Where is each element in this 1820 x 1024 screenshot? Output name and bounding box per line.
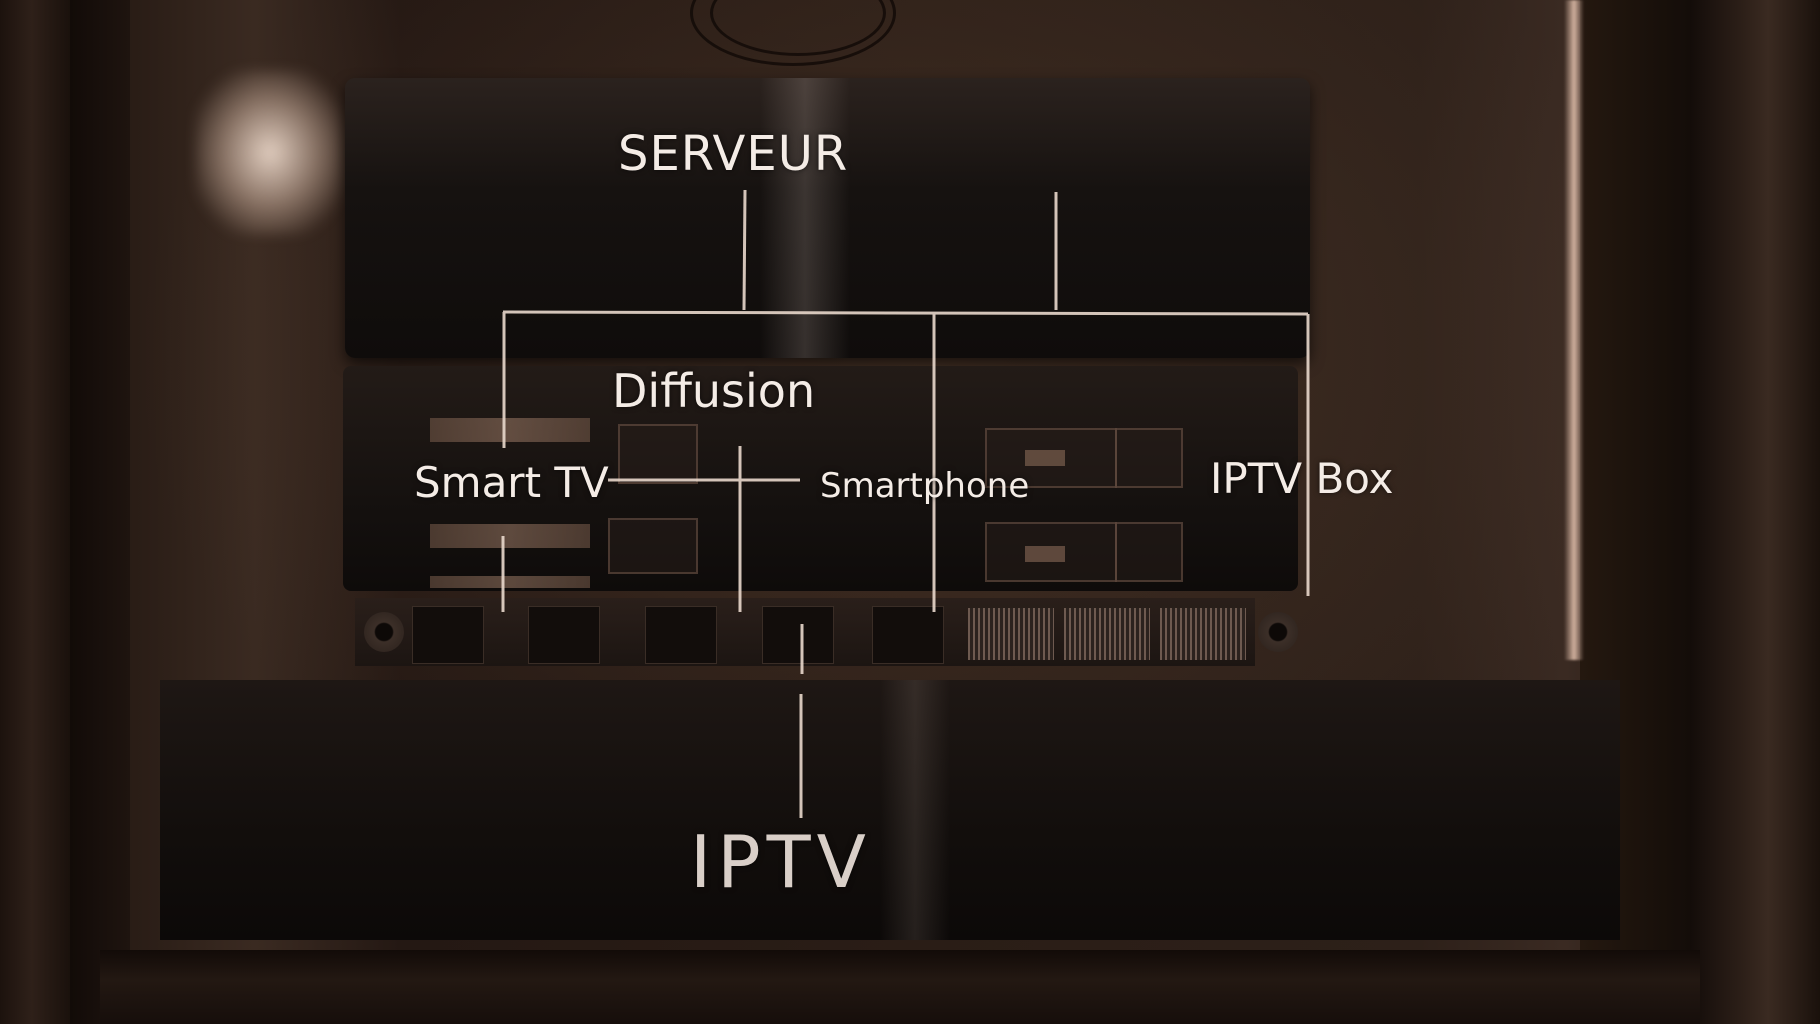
label-smart-tv: Smart TV xyxy=(414,458,609,507)
rack-screw xyxy=(1258,612,1298,652)
drive-grille xyxy=(968,608,1054,660)
port xyxy=(528,606,600,664)
port xyxy=(762,606,834,664)
drive-grille xyxy=(1160,608,1246,660)
front-panel xyxy=(1115,428,1183,488)
port xyxy=(645,606,717,664)
drive-grille xyxy=(1064,608,1150,660)
vent-slot xyxy=(430,576,590,588)
label-iptv: IPTV xyxy=(690,820,872,904)
vent-slot xyxy=(430,418,590,442)
panel-indicator xyxy=(1025,546,1065,562)
cabinet-frame-left xyxy=(0,0,70,1024)
label-smartphone: Smartphone xyxy=(820,466,1030,506)
front-panel xyxy=(608,518,698,574)
line-distribution-bus xyxy=(502,310,1309,316)
port xyxy=(412,606,484,664)
panel-indicator xyxy=(1025,450,1065,466)
cabinet-frame-right xyxy=(1690,0,1820,1024)
server-sheen xyxy=(880,680,950,940)
cabinet-frame-left-inner xyxy=(70,0,130,1024)
vent-slot xyxy=(430,524,590,548)
front-panel xyxy=(1115,522,1183,582)
light-strip xyxy=(1564,0,1584,660)
label-iptv-box: IPTV Box xyxy=(1210,454,1394,503)
line-serveur-down xyxy=(742,189,747,311)
server-unit-bottom xyxy=(160,680,1620,940)
cabinet-shelf xyxy=(100,950,1700,1024)
label-diffusion: Diffusion xyxy=(612,364,816,418)
front-panel xyxy=(618,424,698,484)
rack-screw xyxy=(364,612,404,652)
window-glare xyxy=(195,70,345,235)
port xyxy=(872,606,944,664)
label-serveur: SERVEUR xyxy=(618,126,849,182)
connector-lines xyxy=(501,189,1310,818)
